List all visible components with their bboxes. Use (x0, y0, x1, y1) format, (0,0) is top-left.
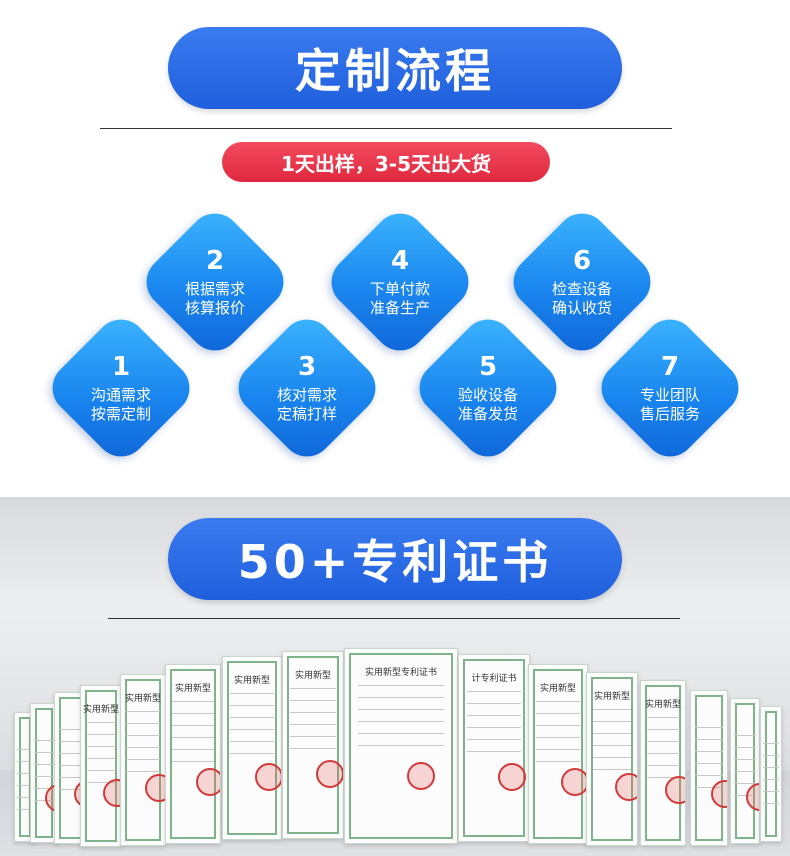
certificate-title: 实用新型 (644, 700, 681, 710)
step-label-1: 专业团队 (639, 386, 700, 404)
patent-certificate: 实用新型 (165, 664, 221, 844)
step-label-1: 验收设备 (457, 386, 518, 404)
step-number: 7 (660, 352, 680, 382)
certificate-title: 实用新型 (593, 692, 630, 702)
certificate-title: 实用新型 (174, 684, 211, 694)
step-7: 7 专业团队 售后服务 (590, 308, 750, 468)
step-number: 3 (297, 352, 317, 382)
step-1: 1 沟通需求 按需定制 (41, 308, 201, 468)
divider-line (108, 618, 680, 619)
certificate-title: 实用新型 (233, 676, 270, 686)
patent-certificate (730, 698, 760, 844)
red-seal-icon (145, 773, 165, 802)
red-seal-icon (254, 762, 281, 791)
patent-certificate (760, 706, 782, 842)
step-label-1: 核对需求 (276, 386, 337, 404)
step-number: 2 (205, 246, 225, 276)
patent-certificate: 实用新型专利证书 (344, 648, 458, 844)
red-seal-icon (665, 776, 685, 805)
step-number: 6 (572, 246, 592, 276)
step-number: 1 (111, 352, 131, 382)
patent-certificate: 实用新型 (640, 680, 686, 846)
divider-line (100, 128, 672, 129)
red-seal-icon (103, 778, 121, 807)
patent-certificate: 计专利证书 (458, 654, 530, 842)
patent-certificate (690, 690, 728, 846)
patent-title-pill: 50+专利证书 (168, 518, 622, 600)
certificate-title: 实用新型专利证书 (364, 668, 437, 678)
patent-certificate: 实用新型 (528, 664, 588, 844)
patent-certificate: 实用新型 (222, 656, 282, 840)
red-seal-icon (195, 768, 220, 797)
delivery-badge: 1天出样，3-5天出大货 (222, 142, 550, 182)
step-label-2: 核算报价 (184, 299, 245, 317)
step-label-1: 根据需求 (184, 280, 245, 298)
step-3: 3 核对需求 定稿打样 (227, 308, 387, 468)
red-seal-icon (614, 772, 637, 801)
patent-title: 50+专利证书 (237, 535, 553, 589)
certificate-title: 计专利证书 (471, 674, 517, 684)
certificate-title: 实用新型 (539, 684, 576, 694)
certificate-title: 实用新型 (82, 705, 119, 715)
delivery-text: 1天出样，3-5天出大货 (280, 151, 492, 176)
step-5: 5 验收设备 准备发货 (408, 308, 568, 468)
patent-certificate: 实用新型 (80, 685, 122, 847)
step-label-2: 售后服务 (639, 405, 700, 423)
patent-certificate: 实用新型 (586, 672, 638, 846)
patent-certificate: 实用新型 (282, 651, 344, 839)
process-title: 定制流程 (295, 44, 495, 98)
step-label-1: 沟通需求 (90, 386, 151, 404)
certificate-title: 实用新型 (124, 694, 161, 704)
red-seal-icon (406, 761, 435, 790)
red-seal-icon (497, 762, 526, 791)
step-label-1: 检查设备 (551, 280, 612, 298)
step-number: 4 (390, 246, 410, 276)
step-label-1: 下单付款 (369, 280, 430, 298)
step-label-2: 确认收货 (551, 299, 612, 317)
certificate-title: 实用新型 (294, 671, 331, 681)
red-seal-icon (560, 768, 587, 797)
process-title-pill: 定制流程 (168, 27, 622, 109)
step-label-2: 准备生产 (369, 299, 430, 317)
step-6: 6 检查设备 确认收货 (502, 202, 662, 362)
step-number: 5 (478, 352, 498, 382)
step-label-2: 定稿打样 (276, 405, 337, 423)
patent-certificate: 实用新型 (120, 674, 166, 846)
step-label-2: 按需定制 (90, 405, 151, 423)
red-seal-icon (316, 759, 343, 788)
step-4: 4 下单付款 准备生产 (320, 202, 480, 362)
step-2: 2 根据需求 核算报价 (135, 202, 295, 362)
step-label-2: 准备发货 (457, 405, 518, 423)
